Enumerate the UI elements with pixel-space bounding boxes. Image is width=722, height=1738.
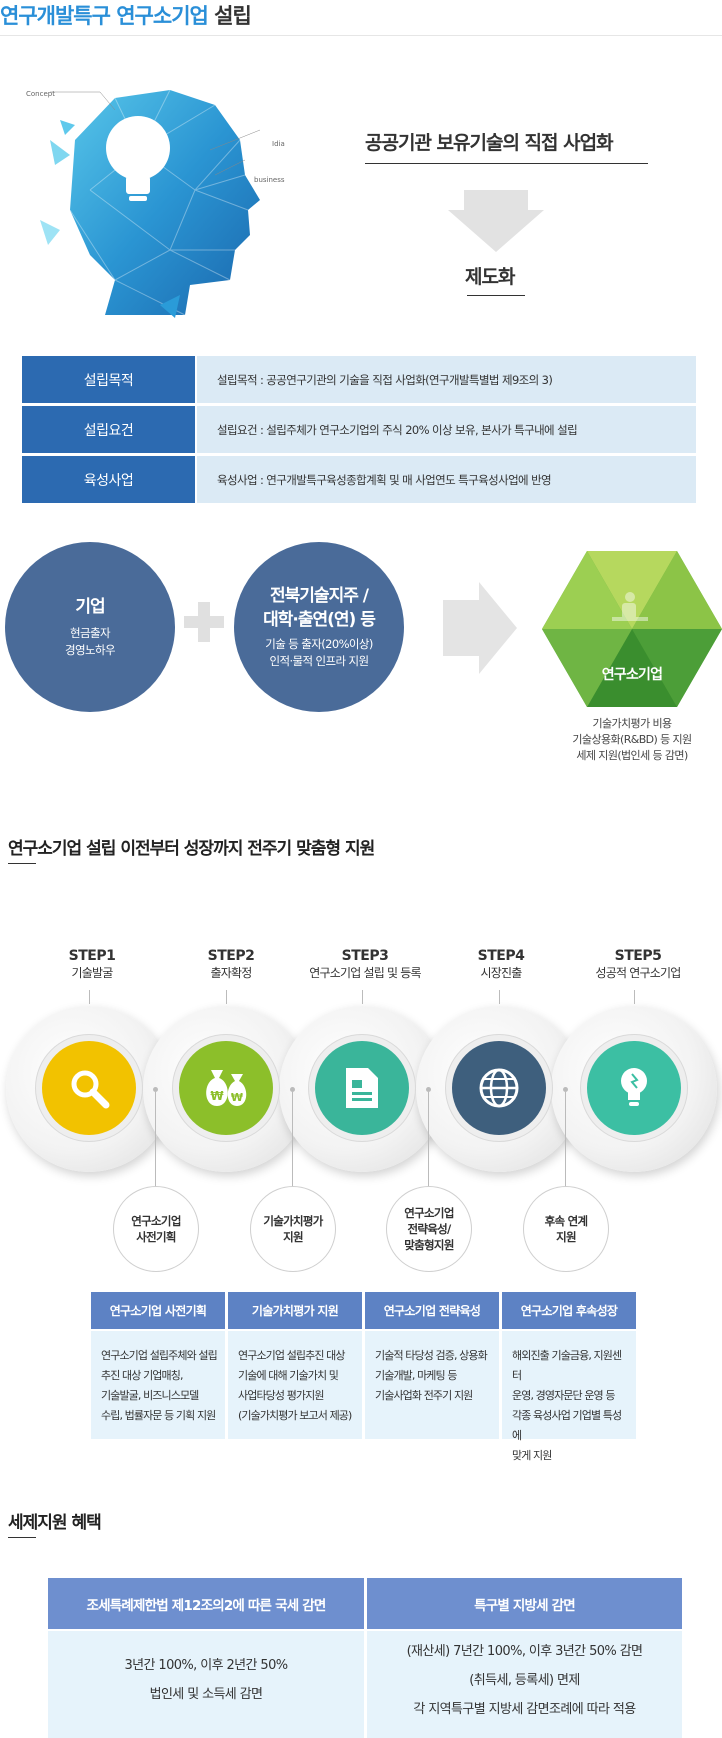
connector-dot — [563, 1087, 568, 1092]
connector — [565, 1092, 566, 1192]
phase-table: 연구소기업 사전기획 기술가치평가 지원 연구소기업 전략육성 연구소기업 후속… — [91, 1292, 636, 1462]
tax-header-local: 특구별 지방세 감면 — [367, 1578, 682, 1629]
connector-dot — [290, 1087, 295, 1092]
step-icon-circle-5 — [587, 1041, 681, 1135]
hero-headline: 공공기관 보유기술의 직접 사업화 — [365, 132, 614, 154]
sub-circle-followup: 후속 연계 지원 — [523, 1186, 609, 1272]
info-row-requirement: 설립요건 설립요건 : 설립주체가 연구소기업의 주식 20% 이상 보유, 본… — [22, 406, 696, 453]
research-company-caption: 기술가치평가 비용 기술상용화(R&BD) 등 지원 세제 지원(법인세 등 감… — [532, 716, 722, 764]
step-icon-circle-4 — [452, 1041, 546, 1135]
step-icon-circle-3 — [315, 1041, 409, 1135]
hero-subhead-underline — [467, 295, 525, 296]
search-icon — [71, 1070, 110, 1109]
connector — [428, 1092, 429, 1192]
phase-header: 연구소기업 사전기획 — [91, 1292, 225, 1329]
holding-title: 전북기술지주 / — [270, 586, 369, 606]
holding-circle: 전북기술지주 / 대학·출연(연) 등 기술 등 출자(20%이상) 인적·물적… — [234, 542, 404, 712]
connector — [362, 990, 363, 1004]
phase-header: 연구소기업 전략육성 — [365, 1292, 499, 1329]
tax-body-national: 3년간 100%, 이후 2년간 50% 법인세 및 소득세 감면 — [48, 1631, 364, 1738]
info-label: 육성사업 — [22, 456, 195, 503]
connector-dot — [426, 1087, 431, 1092]
company-line: 경영노하우 — [65, 643, 116, 657]
business-label: business — [254, 176, 285, 184]
info-row-development: 육성사업 육성사업 : 연구개발특구육성종합계획 및 매 사업연도 특구육성사업… — [22, 456, 696, 503]
info-label: 설립요건 — [22, 406, 195, 453]
section-underline — [8, 863, 36, 864]
caption-line: 기술상용화(R&BD) 등 지원 — [572, 733, 692, 746]
sub-circle-valuation: 기술가치평가 지원 — [250, 1186, 336, 1272]
step-icon-circle-1 — [42, 1041, 136, 1135]
tax-header-national: 조세특례제한법 제12조의2에 따른 국세 감면 — [48, 1578, 364, 1629]
caption-line: 기술가치평가 비용 — [592, 717, 672, 730]
connector — [155, 1092, 156, 1192]
connector-dot — [153, 1087, 158, 1092]
holding-line: 기술 등 출자(20%이상) — [265, 637, 373, 651]
info-value: 설립목적 : 공공연구기관의 기술을 직접 사업화(연구개발특별법 제9조의 3… — [197, 356, 696, 403]
globe-icon — [479, 1068, 519, 1108]
company-title: 기업 — [75, 597, 105, 617]
document-icon — [346, 1068, 378, 1108]
caption-line: 세제 지원(법인세 등 감면) — [576, 749, 688, 762]
section-underline — [8, 1537, 36, 1538]
research-company-title: 연구소기업 — [601, 667, 663, 683]
section-title-lifecycle: 연구소기업 설립 이전부터 성장까지 전주기 맞춤형 지원 — [8, 839, 375, 859]
section-title-tax: 세제지원 혜택 — [8, 1513, 102, 1533]
company-line: 현금출자 — [70, 626, 111, 640]
idea-label: Idia — [272, 140, 285, 148]
down-arrow-icon — [448, 190, 544, 252]
right-arrow-icon — [443, 582, 517, 674]
info-value: 육성사업 : 연구개발특구육성종합계획 및 매 사업연도 특구육성사업에 반영 — [197, 456, 696, 503]
info-row-purpose: 설립목적 설립목적 : 공공연구기관의 기술을 직접 사업화(연구개발특별법 제… — [22, 356, 696, 403]
connector — [499, 990, 500, 1004]
money-bag-icon: ₩ ₩ — [206, 1070, 247, 1106]
connector — [226, 990, 227, 1004]
sub-circle-strategy: 연구소기업 전략육성/ 맞춤형지원 — [386, 1186, 472, 1272]
svg-text:₩: ₩ — [231, 1091, 243, 1104]
phase-header: 기술가치평가 지원 — [228, 1292, 362, 1329]
concept-label: Concept — [26, 90, 55, 98]
title-divider — [0, 35, 722, 36]
info-value: 설립요건 : 설립주체가 연구소기업의 주식 20% 이상 보유, 본사가 특구… — [197, 406, 696, 453]
plus-icon — [184, 602, 224, 642]
hero-underline — [365, 163, 648, 164]
research-company-hexagon — [542, 551, 722, 707]
connector — [634, 990, 635, 1004]
phase-header: 연구소기업 후속성장 — [502, 1292, 636, 1329]
connector — [89, 990, 90, 1004]
step-icon-circle-2: ₩ ₩ — [179, 1041, 273, 1135]
holding-title: 대학·출연(연) 등 — [263, 610, 376, 630]
hero-subhead: 제도화 — [465, 266, 515, 288]
lightbulb-icon — [621, 1068, 647, 1106]
head-illustration — [40, 89, 261, 318]
svg-text:₩: ₩ — [210, 1089, 224, 1103]
holding-line: 인적·물적 인프라 지원 — [269, 654, 370, 668]
sub-circle-planning: 연구소기업 사전기획 — [113, 1186, 199, 1272]
connector — [292, 1092, 293, 1192]
company-circle: 기업 현금출자 경영노하우 — [5, 542, 175, 712]
info-label: 설립목적 — [22, 356, 195, 403]
tax-body-local: (재산세) 7년간 100%, 이후 3년간 50% 감면 (취득세, 등록세)… — [367, 1631, 682, 1738]
page-title: 연구개발특구 연구소기업 설립 — [0, 4, 252, 28]
